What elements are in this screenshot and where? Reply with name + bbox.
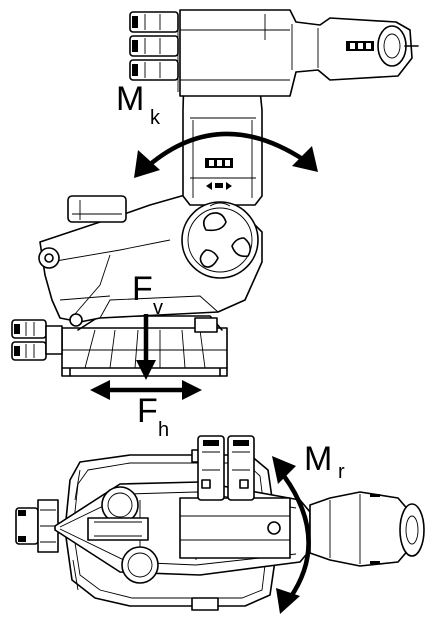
- robot-top-left-motors: [15, 499, 59, 553]
- mk-moment-arrow: [134, 131, 318, 178]
- robot-side-view: [11, 9, 419, 377]
- robot-side-motors: [11, 319, 63, 361]
- mk-label-main: M: [116, 80, 144, 118]
- fv-force-arrow: [136, 314, 156, 380]
- mk-label-sub: k: [150, 107, 161, 129]
- fh-force-arrow: [90, 380, 202, 400]
- robot-forearm-motors: [129, 11, 179, 81]
- mr-label-sub: r: [338, 461, 345, 483]
- robot-top-wrist: [309, 491, 425, 567]
- fv-label-main: F: [132, 270, 153, 308]
- robot-shoulder-hub: [181, 201, 259, 279]
- robot-top-vertical-motors: [197, 435, 255, 501]
- mr-moment-arrow: [272, 456, 311, 614]
- robot-forearm: [177, 9, 419, 97]
- fh-label-main: F: [137, 392, 158, 430]
- robot-top-arm-motors: [87, 486, 159, 584]
- robot-top-view: [15, 435, 425, 611]
- mr-label-main: M: [304, 440, 332, 478]
- fh-label-sub: h: [158, 419, 169, 441]
- fv-label-sub: v: [153, 297, 163, 319]
